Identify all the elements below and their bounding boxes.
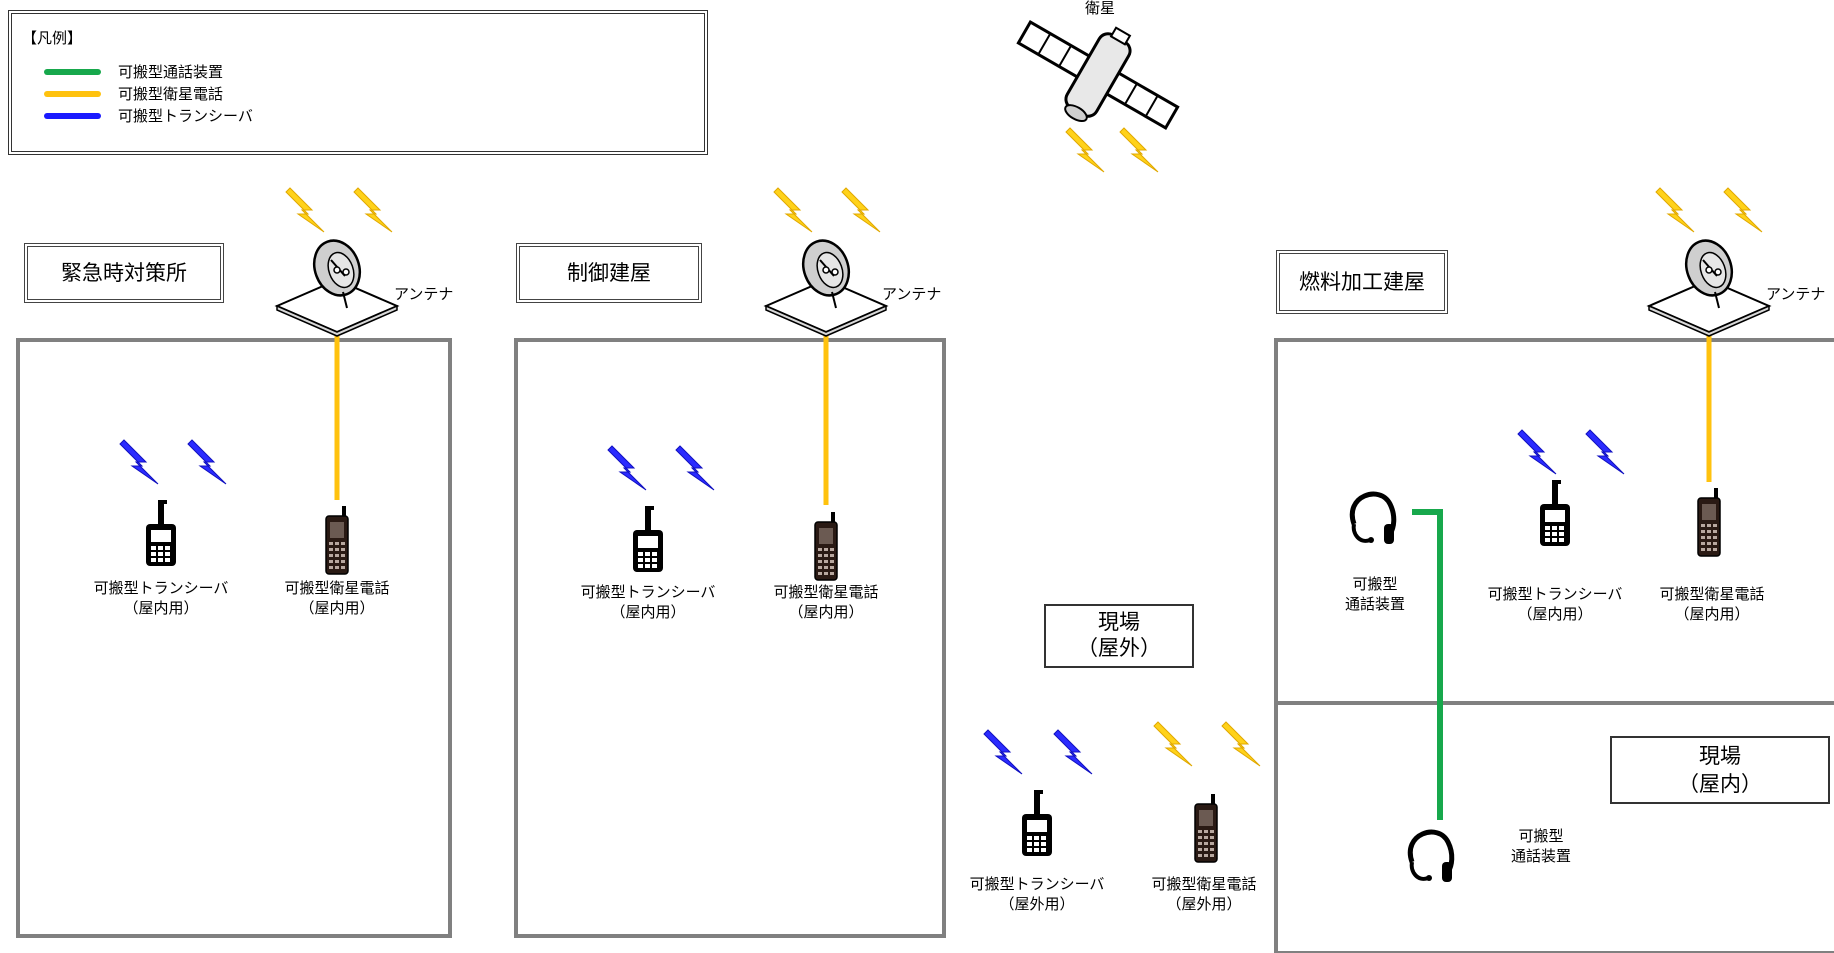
emergency-center-title-box: 緊急時対策所 — [24, 243, 224, 303]
device-label-line2: （屋内用） — [788, 603, 864, 621]
emergency-center-frame — [16, 338, 452, 938]
lightning-icon — [353, 187, 393, 233]
lightning-icon — [1065, 127, 1105, 173]
device-label: 可搬型 通話装置 — [1496, 826, 1586, 866]
field-indoor-frame — [1274, 701, 1834, 953]
device-label: 可搬型トランシーバ （屋内用） — [1475, 584, 1635, 624]
lightning-icon — [1517, 429, 1557, 475]
device-label-line2: （屋内用） — [299, 599, 375, 617]
device-label-line1: 可搬型トランシーバ — [1487, 585, 1623, 603]
device-label-line2: （屋外用） — [999, 895, 1075, 913]
satellite-phone-icon — [1194, 793, 1218, 863]
device-label-line1: 可搬型 — [1518, 827, 1564, 845]
lightning-icon — [607, 445, 647, 491]
legend-item-label: 可搬型衛星電話 — [118, 85, 224, 103]
lightning-icon — [119, 439, 159, 485]
field-label-line2: （屋内） — [1678, 772, 1762, 796]
headset-icon — [1410, 832, 1452, 882]
device-label-line1: 可搬型 — [1352, 575, 1398, 593]
legend: 【凡例】 可搬型通話装置 可搬型衛星電話 可搬型トランシーバ — [8, 10, 708, 155]
transceiver-icon — [633, 506, 663, 572]
device-label: 可搬型 通話装置 — [1330, 574, 1420, 614]
lightning-icon — [1655, 187, 1695, 233]
lightning-icon — [1723, 187, 1763, 233]
antenna-dish-icon — [764, 232, 888, 338]
control-building-title-box: 制御建屋 — [516, 243, 702, 303]
antenna-label: アンテナ — [882, 285, 942, 303]
legend-swatch-yellow — [44, 91, 101, 97]
talk-device-link — [1412, 509, 1443, 820]
device-label-line2: （屋内用） — [1674, 605, 1750, 623]
building-title: 燃料加工建屋 — [1299, 270, 1425, 294]
lightning-icon — [841, 187, 881, 233]
device-label-line1: 可搬型トランシーバ — [580, 583, 716, 601]
device-label-line1: 可搬型衛星電話 — [284, 579, 390, 597]
lightning-icon — [1153, 721, 1193, 767]
building-title: 制御建屋 — [567, 261, 651, 285]
lightning-icon — [1585, 429, 1625, 475]
field-label-line1: 現場 — [1098, 610, 1140, 634]
transceiver-icon — [146, 500, 176, 566]
device-label-line1: 可搬型衛星電話 — [1151, 875, 1257, 893]
device-label-line2: （屋内用） — [123, 599, 199, 617]
antenna-dish-icon — [1647, 232, 1771, 338]
legend-item-label: 可搬型通話装置 — [118, 63, 224, 81]
satellite-phone-icon — [814, 511, 838, 581]
field-label-line2: （屋外） — [1077, 636, 1161, 660]
device-label: 可搬型トランシーバ （屋外用） — [957, 874, 1117, 914]
antenna-label: アンテナ — [1766, 285, 1826, 303]
device-label: 可搬型衛星電話 （屋内用） — [267, 578, 407, 618]
lightning-icon — [187, 439, 227, 485]
legend-swatch-green — [44, 69, 101, 75]
transceiver-icon — [1022, 790, 1052, 856]
satellite-phone-icon — [1697, 487, 1721, 557]
device-label-line2: 通話装置 — [1510, 847, 1571, 865]
building-title: 緊急時対策所 — [61, 261, 187, 285]
device-label: 可搬型衛星電話 （屋内用） — [756, 582, 896, 622]
control-building-frame — [514, 338, 946, 938]
transceiver-icon — [1540, 480, 1570, 546]
lightning-icon — [1119, 127, 1159, 173]
satellite-phone-icon — [325, 505, 349, 575]
headset-icon — [1352, 494, 1394, 544]
lightning-icon — [285, 187, 325, 233]
device-label: 可搬型衛星電話 （屋外用） — [1134, 874, 1274, 914]
lightning-icon — [983, 729, 1023, 775]
legend-title: 【凡例】 — [22, 29, 83, 47]
device-label-line2: （屋内用） — [610, 603, 686, 621]
lightning-icon — [773, 187, 813, 233]
lightning-icon — [675, 445, 715, 491]
satellite-label: 衛星 — [1084, 0, 1115, 17]
satellite-icon — [1016, 20, 1180, 130]
lightning-icon — [1053, 729, 1093, 775]
antenna-dish-icon — [275, 232, 399, 338]
device-label: 可搬型トランシーバ （屋内用） — [568, 582, 728, 622]
device-label: 可搬型トランシーバ （屋内用） — [81, 578, 241, 618]
lightning-icon — [1221, 721, 1261, 767]
field-indoor-box: 現場 （屋内） — [1610, 736, 1830, 804]
device-label: 可搬型衛星電話 （屋内用） — [1642, 584, 1782, 624]
legend-item-label: 可搬型トランシーバ — [118, 107, 253, 125]
antenna-label: アンテナ — [394, 285, 454, 303]
device-label-line1: 可搬型衛星電話 — [1659, 585, 1765, 603]
device-label-line2: 通話装置 — [1344, 595, 1405, 613]
field-label-line1: 現場 — [1699, 744, 1741, 768]
field-outdoor-box: 現場 （屋外） — [1044, 604, 1194, 668]
device-label-line2: （屋外用） — [1166, 895, 1242, 913]
device-label-line1: 可搬型トランシーバ — [969, 875, 1105, 893]
device-label-line1: 可搬型トランシーバ — [93, 579, 229, 597]
device-label-line1: 可搬型衛星電話 — [773, 583, 879, 601]
legend-swatch-blue — [44, 113, 101, 119]
device-label-line2: （屋内用） — [1517, 605, 1593, 623]
fuel-building-title-box: 燃料加工建屋 — [1276, 250, 1448, 314]
